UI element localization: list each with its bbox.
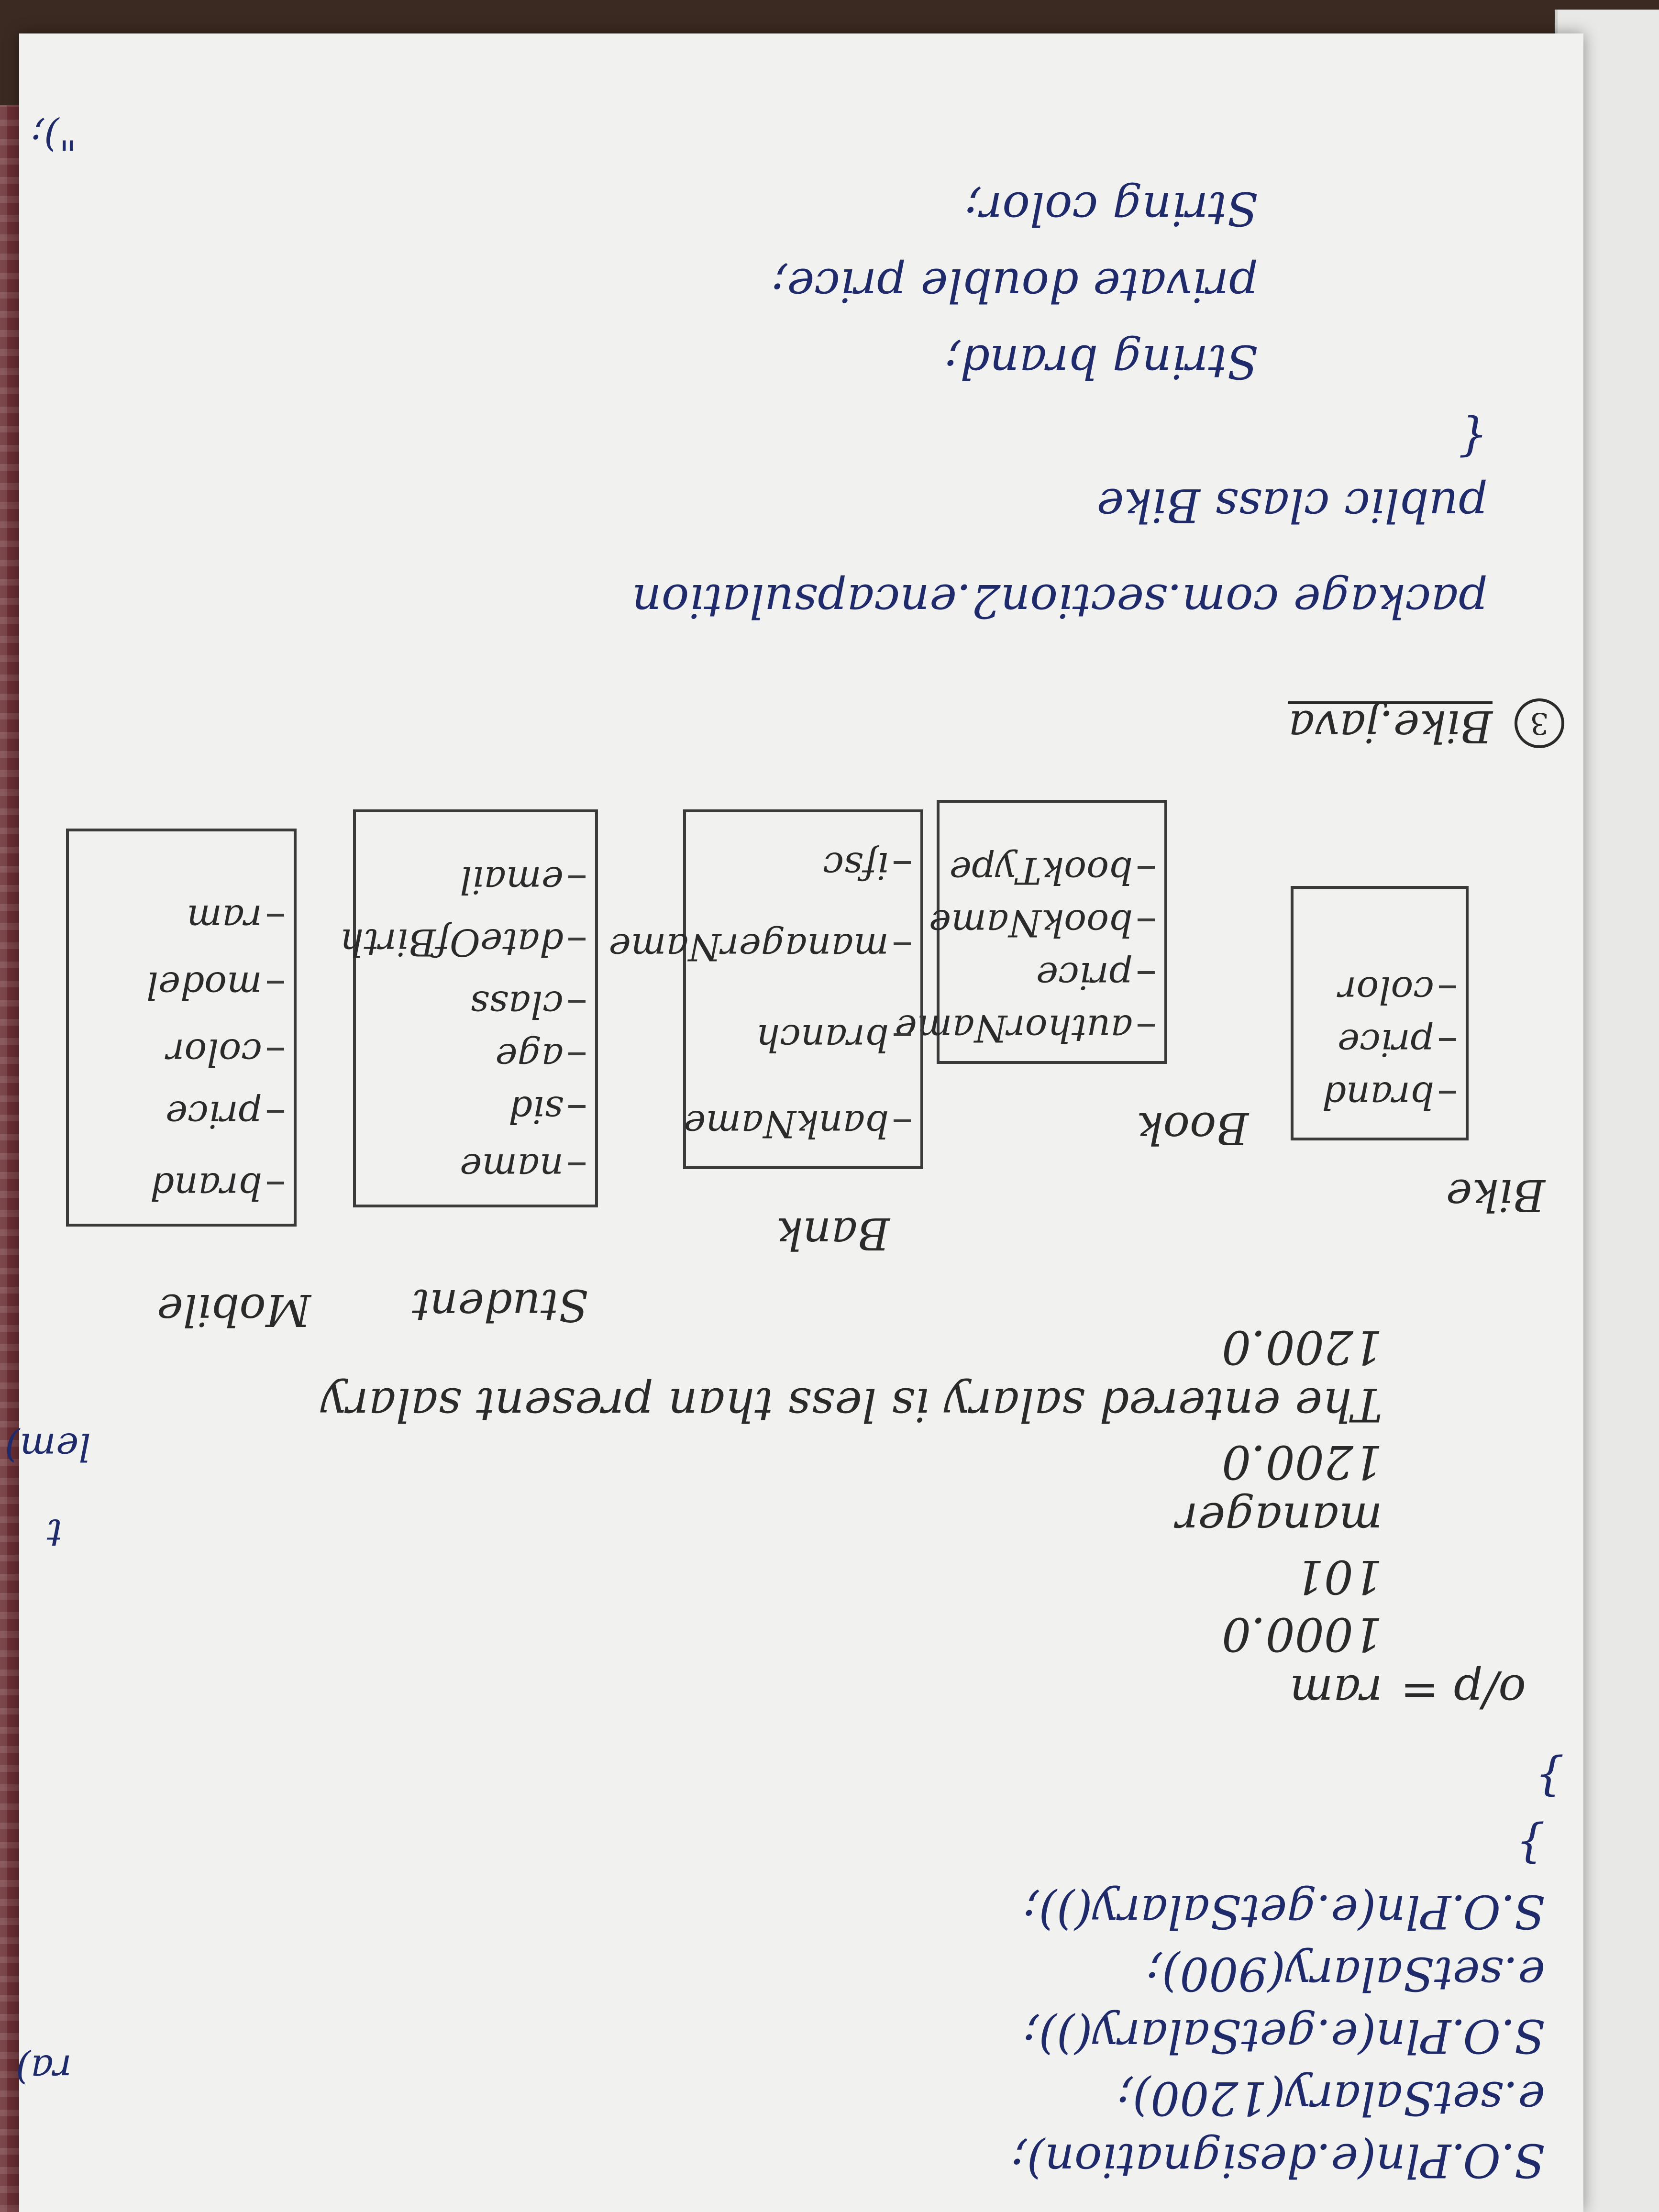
- class-title-book: Book: [1136, 1103, 1249, 1154]
- class-title-student: Student: [412, 1280, 588, 1331]
- class-field: price: [166, 1093, 284, 1136]
- code-line: String color;: [964, 182, 1258, 235]
- class-field: bankName: [684, 1102, 911, 1145]
- edge-fragment: t: [46, 1511, 62, 1555]
- output-line: 1200.0: [1222, 1435, 1382, 1489]
- class-field: bookName: [929, 901, 1155, 944]
- class-field: color: [166, 1030, 284, 1073]
- class-field: sid: [509, 1088, 586, 1131]
- class-field: branch: [756, 1016, 911, 1059]
- file-name: Bike.java: [1288, 701, 1493, 752]
- code-line: S.O.Pln(e.getSalary());: [1023, 1885, 1545, 1938]
- output-line: 101: [1294, 1550, 1382, 1604]
- class-box-bank: bankName branch managerName ifsc: [609, 809, 923, 1169]
- output-label: o/p =: [1400, 1665, 1526, 1718]
- edge-fragment: ra): [15, 2046, 72, 2091]
- code-line: e.setSalary(900);: [1146, 1947, 1545, 2001]
- code-line: private double price;: [772, 258, 1258, 312]
- code-line: S.O.Pln(e.getSalary());: [1023, 2009, 1545, 2063]
- code-line: S.O.Pln(e.designation);: [1011, 2134, 1545, 2187]
- class-field: class: [470, 983, 586, 1026]
- code-line: package com.section2.encapsulation: [631, 574, 1488, 628]
- class-title-mobile: Mobile: [157, 1284, 311, 1336]
- section-number: 3: [1515, 698, 1564, 748]
- edge-fragment: lem): [5, 1425, 91, 1469]
- class-field: ram: [187, 896, 284, 940]
- class-box-bike: brand price color: [1291, 886, 1469, 1140]
- class-box-book: authorName price bookName bookType: [895, 800, 1167, 1064]
- class-field: price: [1036, 954, 1155, 997]
- output-line: 1200.0: [1222, 1320, 1382, 1374]
- code-line: String brand;: [945, 335, 1258, 388]
- output-line: ram: [1289, 1665, 1382, 1718]
- class-field: email: [460, 858, 586, 901]
- class-field: brand: [150, 1164, 284, 1207]
- class-field: brand: [1322, 1073, 1456, 1117]
- edge-fragment: ");: [31, 114, 77, 158]
- code-line: public class Bike: [1096, 478, 1488, 532]
- class-title-bike: Bike: [1446, 1170, 1545, 1221]
- code-line: e.setSalary(1200);: [1117, 2071, 1545, 2125]
- class-box-mobile: brand price color model ram: [66, 829, 297, 1227]
- class-field: model: [146, 963, 284, 1006]
- output-line: The entered salary is less than present …: [321, 1378, 1382, 1431]
- class-box-student: name sid age class dateOfBirth email: [340, 809, 598, 1207]
- class-field: managerName: [609, 925, 911, 968]
- output-line: manager: [1176, 1493, 1382, 1546]
- page-content-rotated: S.O.Pln(e.designation); e.setSalary(1200…: [5, 33, 1583, 2212]
- class-field: authorName: [895, 1006, 1155, 1050]
- class-field: age: [495, 1035, 586, 1078]
- output-line: 1000.0: [1222, 1607, 1382, 1661]
- class-field: name: [460, 1145, 586, 1188]
- notebook-page: S.O.Pln(e.designation); e.setSalary(1200…: [5, 33, 1583, 2212]
- code-line: }: [1535, 1751, 1564, 1804]
- class-field: ifsc: [823, 844, 911, 887]
- class-field: color: [1338, 968, 1456, 1011]
- class-title-bank: Bank: [776, 1208, 890, 1259]
- class-field: bookType: [950, 849, 1155, 892]
- class-field: dateOfBirth: [340, 920, 586, 963]
- code-line: }: [1515, 1818, 1545, 1871]
- class-field: price: [1338, 1021, 1456, 1064]
- code-line: {: [1458, 411, 1488, 465]
